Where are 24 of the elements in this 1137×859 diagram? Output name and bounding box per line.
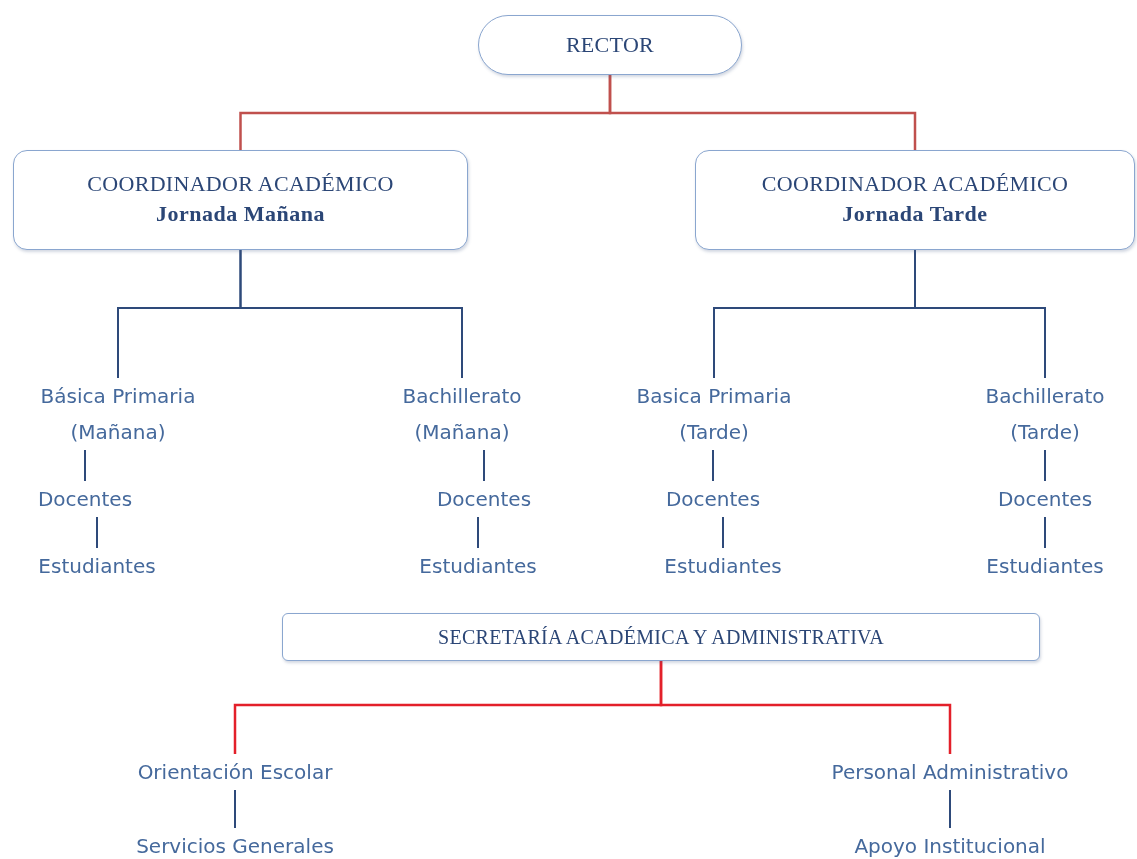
rounded-box bbox=[282, 613, 1040, 661]
connector-line bbox=[483, 449, 485, 482]
connector-line bbox=[949, 789, 951, 829]
connector-line bbox=[1044, 516, 1046, 549]
connector-line bbox=[239, 249, 463, 379]
box-subtitle: Jornada Mañana bbox=[156, 199, 325, 228]
box-title: RECTOR bbox=[565, 30, 655, 59]
connector-line bbox=[477, 516, 479, 549]
rounded-box bbox=[695, 150, 1135, 250]
box-title: COORDINADOR ACADÉMICO bbox=[761, 170, 1069, 199]
connector-line bbox=[96, 516, 98, 549]
rounded-box bbox=[478, 15, 742, 75]
connector-line bbox=[722, 516, 724, 549]
box-subtitle: Jornada Tarde bbox=[842, 199, 988, 228]
connector-line bbox=[712, 449, 714, 482]
box-title: SECRETARÍA ACADÉMICA Y ADMINISTRATIVA bbox=[438, 625, 884, 650]
connector-line bbox=[84, 449, 86, 482]
connector-line bbox=[914, 249, 1046, 379]
rounded-box bbox=[13, 150, 468, 250]
connector-line bbox=[608, 75, 917, 150]
connector-line bbox=[659, 661, 952, 754]
box-title: COORDINADOR ACADÉMICO bbox=[87, 170, 394, 199]
connector-line bbox=[234, 789, 236, 829]
connector-line bbox=[1044, 449, 1046, 482]
